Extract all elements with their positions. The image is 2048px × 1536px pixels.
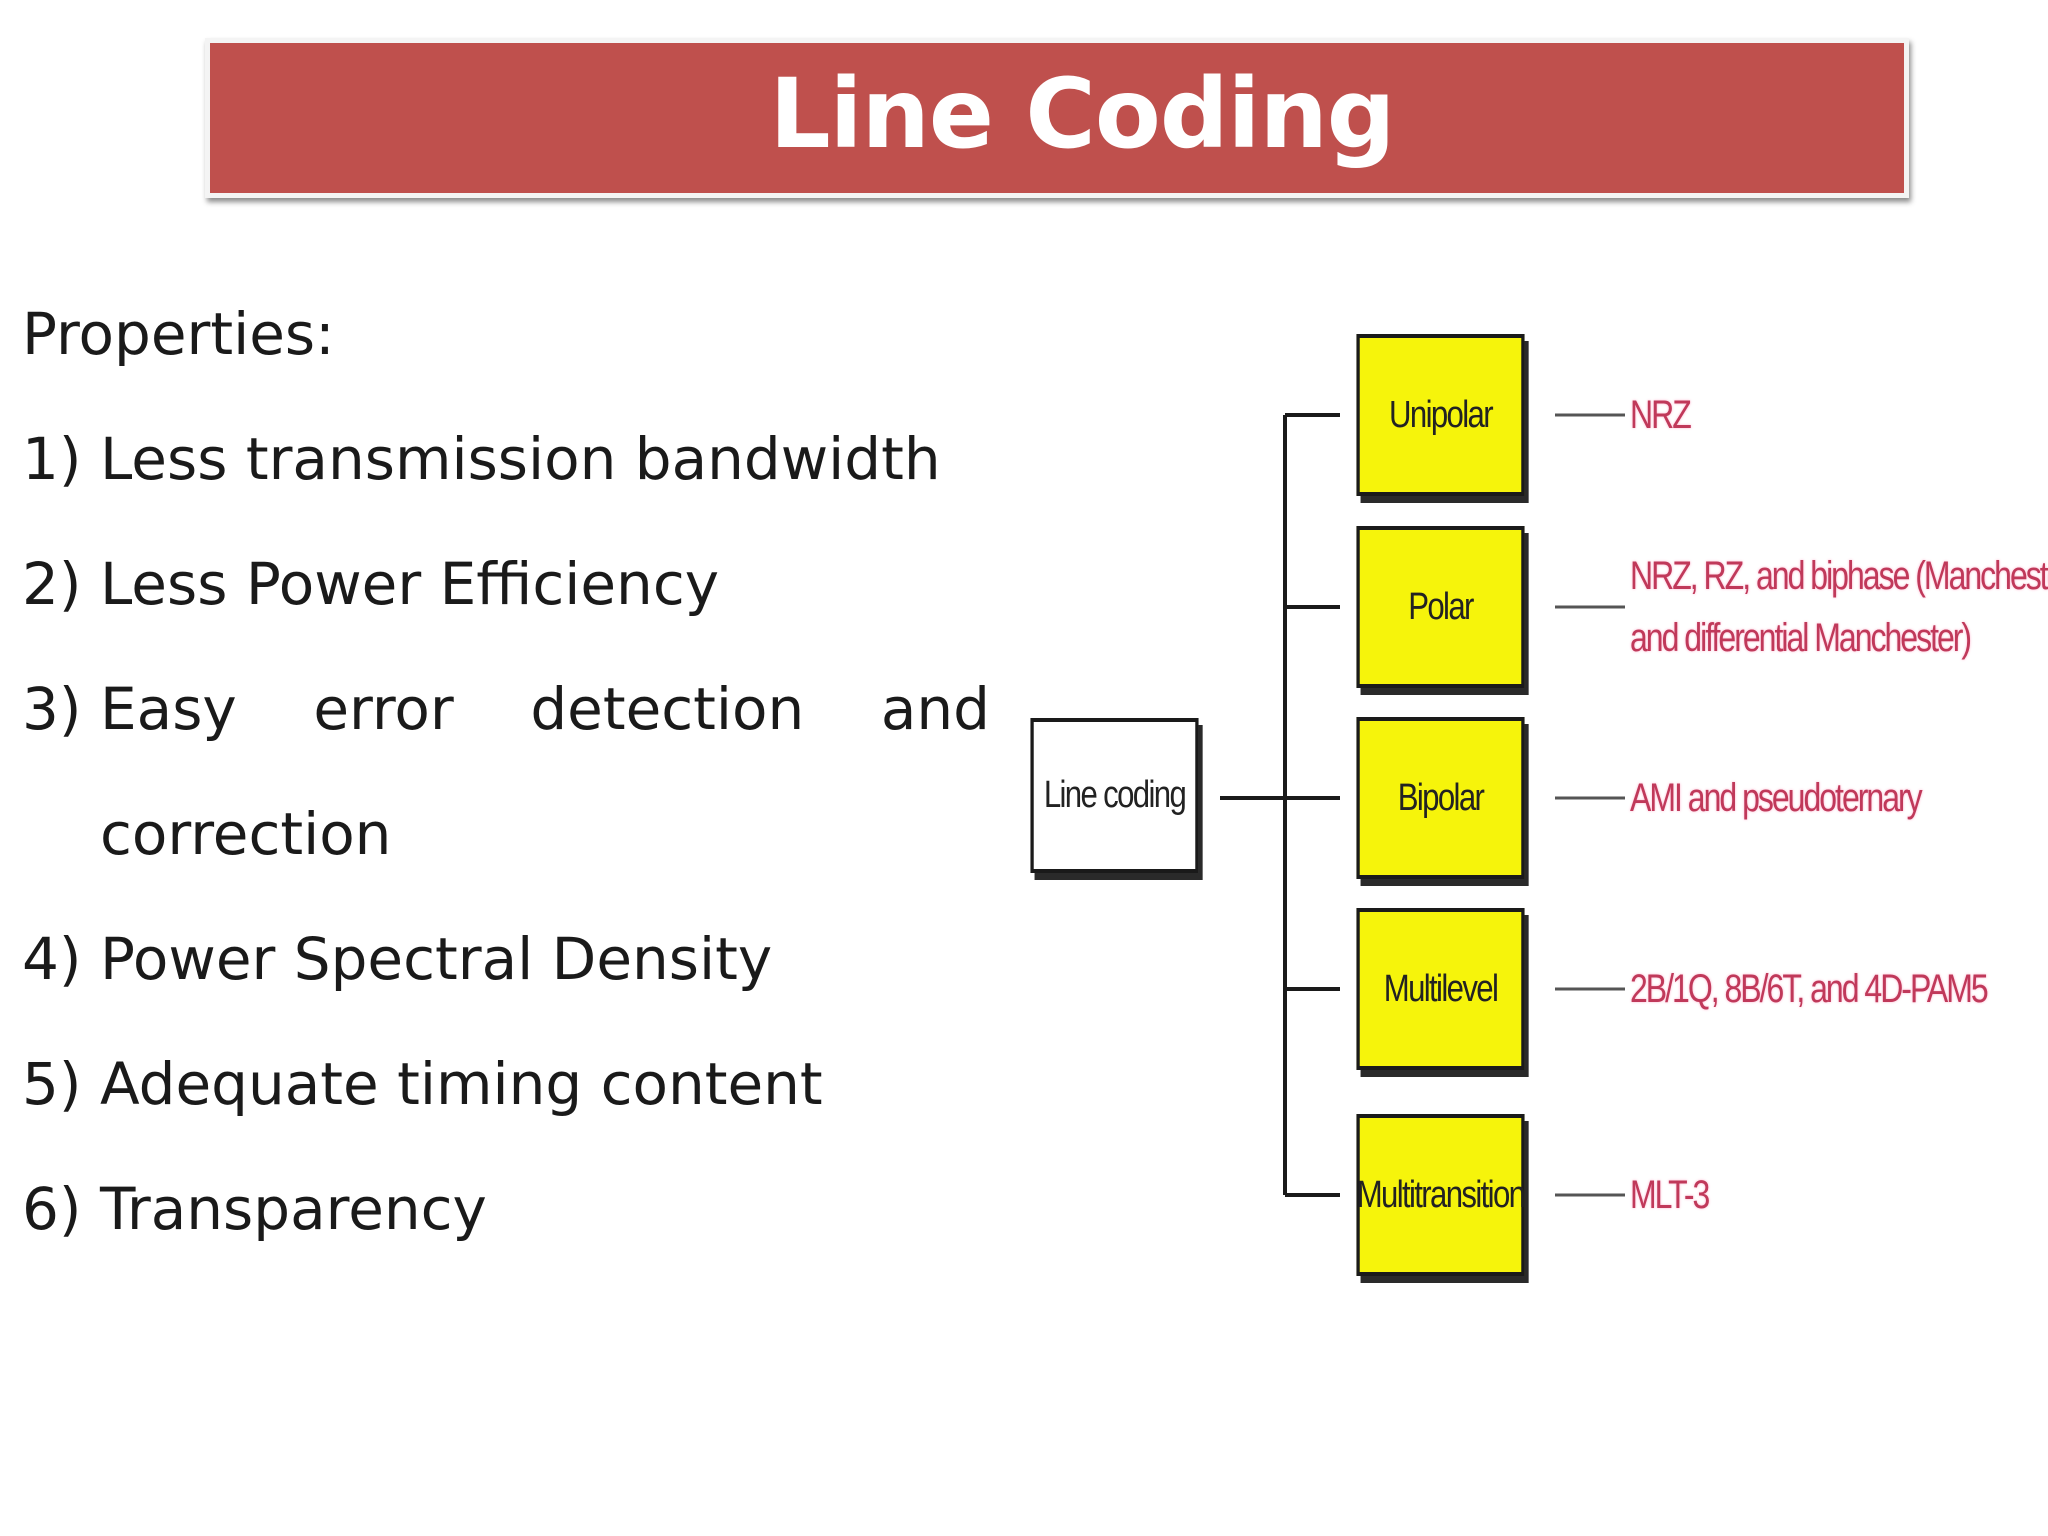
property-text: Transparency — [100, 1175, 487, 1243]
page-title: Line Coding — [769, 58, 1395, 170]
property-text: Less Power Efficiency — [100, 550, 720, 618]
property-text-justified: Easy error detection and — [100, 675, 990, 743]
category-label: Multitransition — [1356, 1173, 1526, 1216]
scheme-text: NRZ — [1630, 393, 1692, 437]
property-number: 1) — [22, 425, 82, 493]
scheme-polar: NRZ, RZ, and biphase (Manchester, and di… — [1630, 545, 2048, 669]
diagram-connectors — [1220, 413, 1625, 1197]
property-word: and — [880, 675, 990, 743]
category-label: Unipolar — [1389, 393, 1494, 436]
property-number: 6) — [22, 1175, 82, 1243]
scheme-multilevel: 2B/1Q, 8B/6T, and 4D-PAM5 — [1630, 958, 1989, 1020]
category-multitransition: Multitransition — [1356, 1114, 1526, 1276]
scheme-bipolar: AMI and pseudoternary — [1630, 767, 1923, 829]
property-text: Adequate timing content — [100, 1050, 823, 1118]
scheme-text: NRZ, RZ, and biphase (Manchester, — [1630, 554, 2048, 598]
scheme-text: AMI and pseudoternary — [1630, 776, 1923, 820]
scheme-text: 2B/1Q, 8B/6T, and 4D-PAM5 — [1630, 967, 1989, 1011]
properties-heading: Properties: — [22, 300, 335, 368]
root-node: Line coding — [1030, 718, 1199, 873]
category-label: Polar — [1408, 585, 1474, 628]
property-number: 4) — [22, 925, 82, 993]
title-banner: Line Coding — [205, 38, 1909, 198]
scheme-text: MLT-3 — [1630, 1173, 1710, 1217]
category-multilevel: Multilevel — [1356, 908, 1525, 1070]
property-text: Power Spectral Density — [100, 925, 773, 993]
property-number: 3) — [22, 675, 82, 743]
scheme-unipolar: NRZ — [1630, 384, 1692, 446]
category-polar: Polar — [1356, 526, 1525, 688]
property-word: error — [313, 675, 454, 743]
category-label: Multilevel — [1383, 967, 1499, 1010]
category-label: Bipolar — [1397, 776, 1485, 819]
scheme-text: and differential Manchester) — [1630, 616, 1972, 660]
category-bipolar: Bipolar — [1356, 717, 1525, 879]
root-node-label: Line coding — [1043, 774, 1187, 816]
category-unipolar: Unipolar — [1356, 334, 1525, 496]
property-word: detection — [530, 675, 805, 743]
line-coding-diagram: Line coding Unipolar Polar Bipolar Multi… — [1000, 320, 2048, 1300]
property-text: Less transmission bandwidth — [100, 425, 941, 493]
property-number: 2) — [22, 550, 82, 618]
property-text: correction — [100, 800, 392, 868]
property-number: 5) — [22, 1050, 82, 1118]
property-word: Easy — [100, 675, 237, 743]
scheme-multitransition: MLT-3 — [1630, 1164, 1710, 1226]
